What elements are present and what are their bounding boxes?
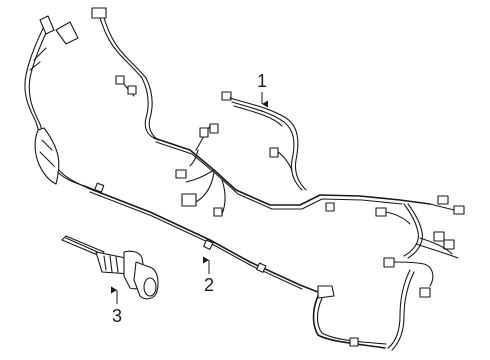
callout-3: 3: [111, 286, 122, 326]
connector: [443, 239, 455, 250]
connector: [383, 257, 395, 268]
connector: [433, 231, 445, 242]
connector: [209, 123, 219, 134]
sensor-face: [143, 277, 157, 297]
connector-block: [181, 193, 197, 207]
connector: [221, 91, 232, 101]
bumper-harness: [24, 15, 387, 349]
connector: [269, 147, 279, 158]
clip: [94, 182, 105, 193]
connector: [437, 195, 449, 205]
connector: [91, 7, 107, 19]
left-lamp-bracket: [34, 127, 60, 185]
upper-left-clip: [39, 15, 55, 35]
callout-number: 2: [204, 275, 214, 295]
connector: [419, 287, 431, 298]
callout-2: 2: [203, 256, 214, 295]
clip: [203, 239, 214, 250]
upper-harness: [91, 7, 465, 351]
connector: [115, 75, 125, 85]
clip: [349, 337, 359, 347]
callout-number: 3: [112, 306, 122, 326]
callout-number: 1: [257, 71, 267, 91]
clip: [256, 262, 267, 273]
connector: [175, 169, 187, 179]
callout-1: 1: [257, 71, 268, 108]
connector: [375, 207, 387, 217]
connector: [213, 207, 223, 217]
connector: [127, 85, 137, 95]
connector: [325, 202, 335, 212]
sensor-part: [61, 235, 159, 300]
connector: [199, 127, 209, 138]
connector: [453, 205, 465, 215]
top-bracket: [55, 21, 79, 45]
right-end-connector: [317, 285, 335, 299]
